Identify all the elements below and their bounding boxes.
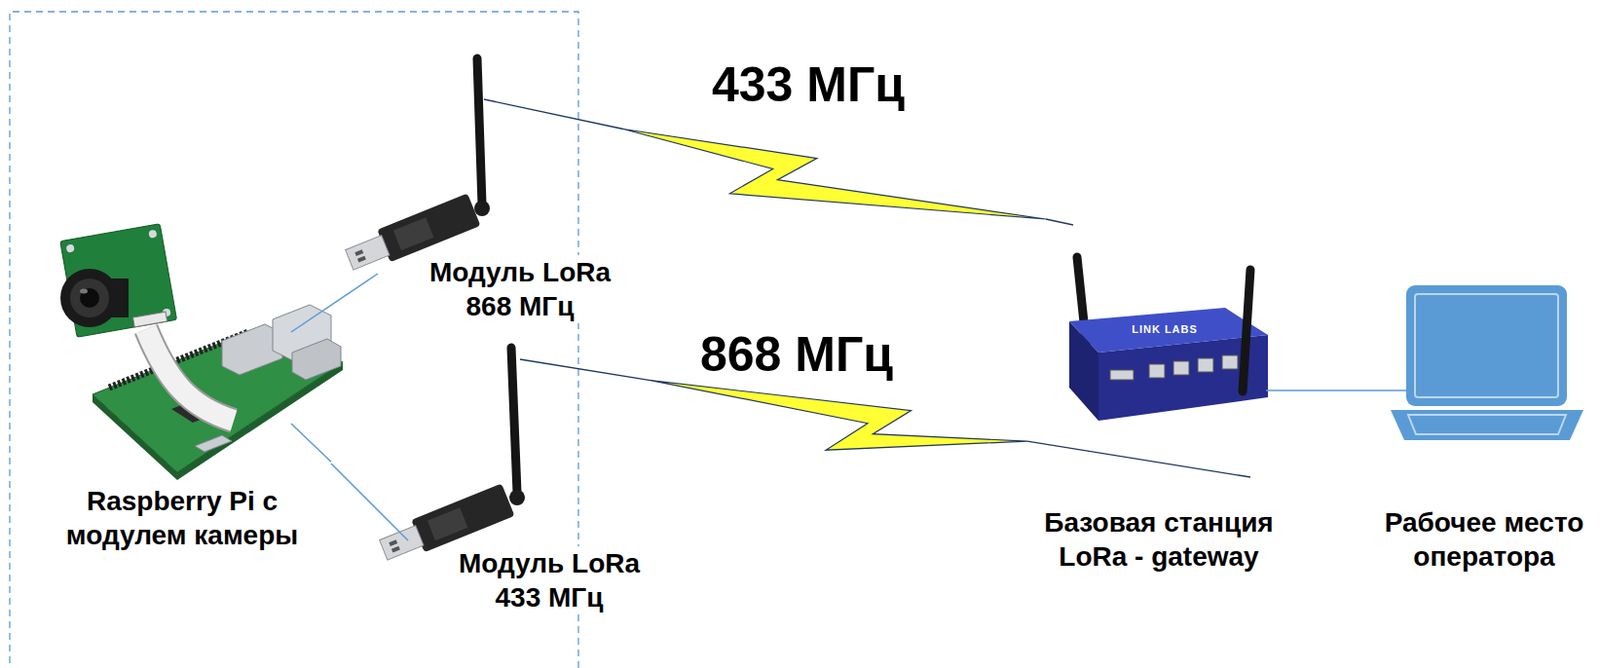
- mount-hole: [148, 229, 157, 239]
- device-node: Базовая станция LoRa - gateway: [1027, 219, 1291, 577]
- lora-dongle-illustration: [342, 58, 490, 277]
- dongle-pcb: [410, 483, 515, 553]
- frequency-label: 868 МГц: [696, 330, 897, 379]
- lora-dongle-illustration: [376, 347, 525, 567]
- antenna: [511, 347, 518, 493]
- cable-link: [331, 278, 371, 305]
- usb-plug: [379, 525, 424, 560]
- ribbon-cable: [146, 329, 234, 421]
- device-label: Raspberry Pi с модулем камеры: [55, 483, 309, 553]
- laptop-keyboard: [1408, 414, 1566, 435]
- label-anchor: 433 МГц: [707, 60, 909, 110]
- device-node: Модуль LoRa 433 МГц: [399, 335, 651, 618]
- mount-hole: [66, 243, 75, 253]
- usb-contact: [388, 539, 398, 547]
- frequency-label: 433 МГц: [707, 60, 909, 110]
- cable-stub: [399, 531, 409, 541]
- device-label: Модуль LoRa 433 МГц: [451, 546, 647, 615]
- laptop-base: [1390, 409, 1584, 441]
- hdmi-port: [194, 435, 232, 452]
- dongle-chip: [427, 507, 469, 541]
- cable-stub: [291, 304, 332, 333]
- usb-contact: [354, 249, 364, 257]
- ribbon-cable-edge: [146, 329, 234, 421]
- lens: [60, 268, 119, 328]
- radio-link: [650, 380, 1028, 451]
- laptop-screen-inner: [1414, 294, 1559, 398]
- lens-ring: [70, 278, 110, 318]
- camera-pcb: [60, 223, 178, 338]
- gateway-port: [1149, 364, 1165, 378]
- radio-stub: [483, 99, 624, 130]
- board: [92, 326, 343, 473]
- dongle-chip: [393, 217, 435, 251]
- antenna-hinge: [509, 489, 525, 506]
- radio-link: [623, 128, 1046, 220]
- device-node: Рабочее место оператора: [1373, 277, 1596, 577]
- gateway-port: [1197, 358, 1214, 373]
- laptop-icon: [1390, 285, 1584, 441]
- radio-stub: [520, 359, 651, 381]
- label-anchor: LINK LABS: [1131, 324, 1198, 335]
- usb-contact: [357, 256, 367, 263]
- gateway-top: [1069, 307, 1268, 353]
- usb-contact: [391, 546, 401, 554]
- device-label: Базовая станция LoRa - gateway: [1027, 505, 1291, 574]
- radio-stub: [1045, 219, 1074, 225]
- label-anchor: 868 МГц: [696, 330, 897, 379]
- gateway-port: [1110, 370, 1134, 380]
- cable-stub: [1373, 389, 1407, 392]
- cable-link: [1290, 389, 1374, 392]
- antenna: [1242, 269, 1251, 392]
- antenna: [477, 58, 483, 205]
- link-stubs: [291, 99, 1407, 541]
- gateway-illustration: [1069, 257, 1268, 421]
- camera-board: [60, 223, 178, 338]
- cable-link: [331, 463, 400, 532]
- usb-plug: [345, 235, 390, 270]
- port-block: [292, 338, 341, 380]
- camera-connector: [132, 311, 167, 328]
- device-label: Рабочее место оператора: [1373, 505, 1596, 574]
- cable-stub: [291, 423, 332, 462]
- dongle-pcb: [376, 192, 481, 262]
- cable-stub: [370, 273, 378, 279]
- device-label: Модуль LoRa 868 МГц: [422, 255, 618, 324]
- gateway-port: [1173, 361, 1190, 375]
- device-node: Модуль LoRa 868 МГц: [370, 48, 624, 327]
- lens-highlight: [79, 289, 88, 295]
- laptop-screen: [1406, 285, 1567, 407]
- radio-stub: [1027, 441, 1251, 478]
- gateway-port: [1222, 355, 1238, 370]
- device-node: Raspberry Pi с модулем камеры: [48, 223, 332, 556]
- raspberry-pi-illustration: [60, 223, 343, 481]
- antenna-hinge: [474, 200, 490, 217]
- lens-glass: [79, 288, 100, 308]
- brand-logo-text: LINK LABS: [1131, 324, 1198, 335]
- cable-stub: [1265, 389, 1291, 392]
